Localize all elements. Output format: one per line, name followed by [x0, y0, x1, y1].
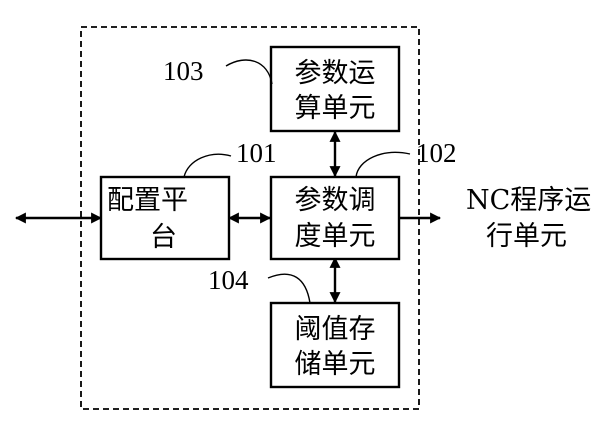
- param-schedule-box: [269, 175, 401, 261]
- output-label-2: 行单元: [486, 221, 567, 252]
- leader-101: [183, 153, 232, 178]
- ref-102: 102: [416, 138, 457, 168]
- ref-103: 103: [163, 56, 204, 86]
- param-schedule-label-2: 度单元: [295, 221, 376, 252]
- param-calc-label-1: 参数运: [295, 58, 376, 89]
- leader-104: [267, 273, 311, 304]
- leader-102: [355, 151, 411, 178]
- threshold-storage-label-1: 阈值存: [295, 314, 376, 345]
- config-platform-box: [99, 175, 231, 261]
- output-label-1: NC程序运: [466, 185, 591, 216]
- config-platform-label-1: 配置平: [107, 185, 188, 216]
- config-platform-label-2: 台: [150, 222, 177, 253]
- leader-103: [225, 59, 273, 85]
- param-schedule-label-1: 参数调: [295, 185, 376, 216]
- ref-104: 104: [208, 265, 249, 295]
- param-calc-box: [269, 45, 401, 133]
- ref-101: 101: [236, 138, 277, 168]
- param-calc-label-2: 算单元: [295, 93, 376, 124]
- threshold-storage-box: [269, 301, 401, 389]
- threshold-storage-label-2: 储单元: [295, 349, 376, 380]
